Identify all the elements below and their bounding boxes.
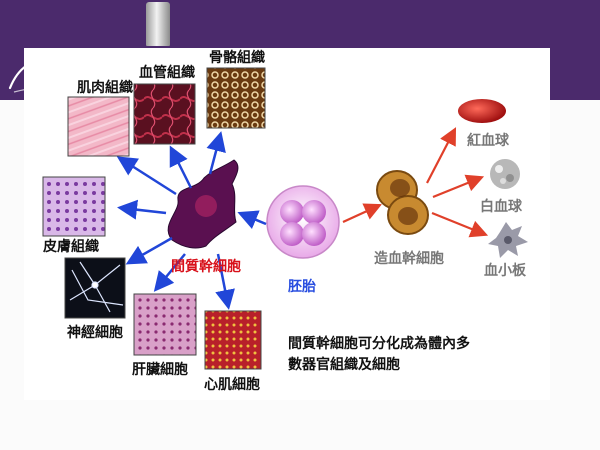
platelet-image xyxy=(488,222,528,258)
red-blood-cell-image xyxy=(458,99,506,123)
embryo-image xyxy=(266,185,340,259)
differentiation-arrows-blue xyxy=(116,131,267,310)
muscle-tissue-image xyxy=(67,96,130,157)
label-red-blood-cell: 紅血球 xyxy=(467,133,509,149)
label-embryo: 胚胎 xyxy=(288,279,316,295)
differentiation-arrows-red xyxy=(342,127,489,238)
label-liver-cell: 肝臟細胞 xyxy=(132,362,188,378)
nerve-fibers xyxy=(69,261,124,313)
label-nerve-cell: 神經細胞 xyxy=(67,325,123,341)
bone-tissue-image xyxy=(206,67,266,129)
caption-line-2: 數器官組織及細胞 xyxy=(288,357,400,373)
label-heart-muscle-cell: 心肌細胞 xyxy=(204,377,260,393)
white-blood-cell-image xyxy=(490,159,520,189)
caption-line-1: 間質幹細胞可分化成為體內多 xyxy=(288,336,470,352)
label-hematopoietic-stem-cell: 造血幹細胞 xyxy=(374,251,444,267)
label-mesenchymal-stem-cell: 間質幹細胞 xyxy=(171,259,241,275)
label-skin-tissue: 皮膚組織 xyxy=(43,239,99,255)
heart-muscle-cell-image xyxy=(204,310,262,370)
product-bottle-image xyxy=(146,2,170,46)
label-platelet: 血小板 xyxy=(484,263,526,279)
label-white-blood-cell: 白血球 xyxy=(480,199,522,215)
skin-tissue-image xyxy=(42,176,106,237)
blood-vessel-tissue-image xyxy=(133,83,196,145)
hematopoietic-stem-cell-image xyxy=(376,170,429,235)
label-muscle-tissue: 肌肉組織 xyxy=(77,80,133,96)
label-bone-tissue: 骨骼組織 xyxy=(209,50,265,66)
label-blood-vessel-tissue: 血管組織 xyxy=(139,65,195,81)
caption: 間質幹細胞可分化成為體內多 數器官組織及細胞 xyxy=(288,334,528,376)
liver-cell-image xyxy=(133,293,197,356)
